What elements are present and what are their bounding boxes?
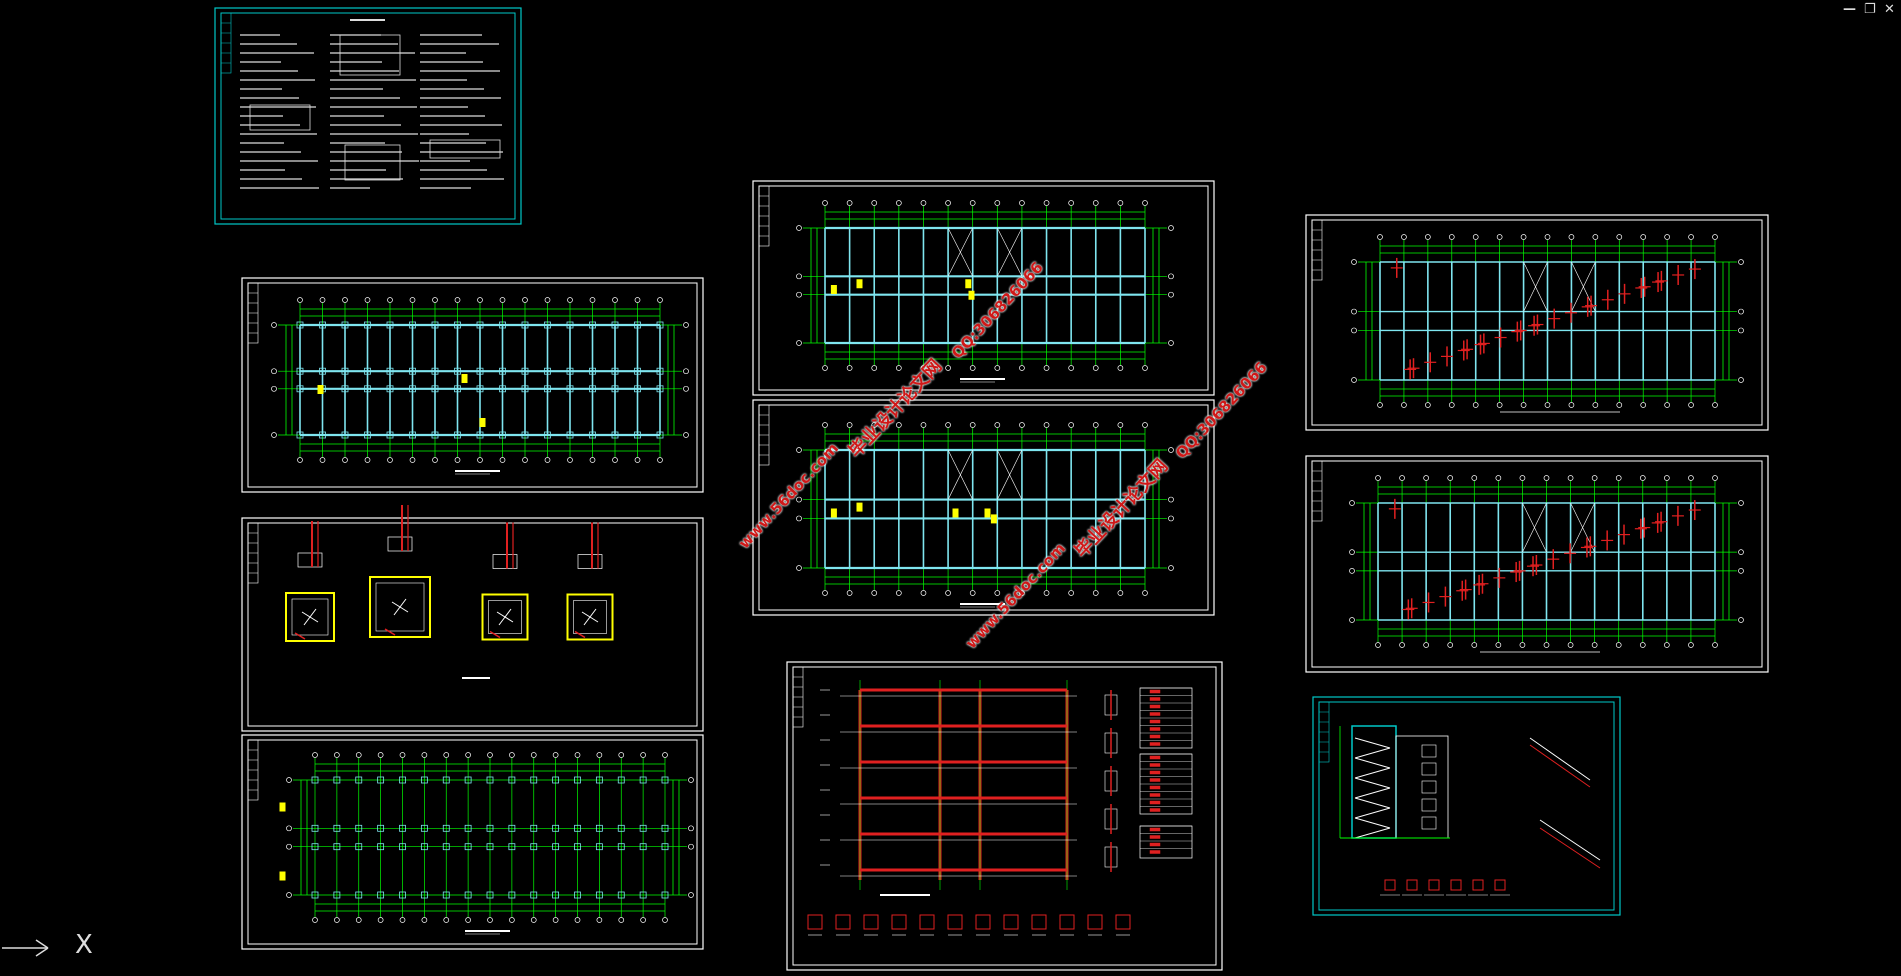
columns bbox=[311, 776, 669, 899]
drawing-sheet-stair-details[interactable] bbox=[1312, 696, 1621, 916]
frame-elevation-drawing bbox=[807, 680, 1193, 936]
columns bbox=[296, 321, 664, 439]
ucs-x-label: X bbox=[75, 930, 93, 960]
drawing-sheet-frame-elevation[interactable] bbox=[786, 661, 1223, 971]
footing-detail bbox=[481, 522, 529, 641]
restore-button[interactable]: ❐ bbox=[1864, 2, 1876, 17]
beams bbox=[824, 226, 1146, 345]
plan-caption bbox=[960, 378, 1005, 383]
plan-caption bbox=[960, 603, 1005, 608]
stair-opening-marks bbox=[279, 802, 286, 881]
drawing-sheet-slab-reinforcement-plan-1[interactable] bbox=[1305, 214, 1769, 431]
drawing-sheet-slab-reinforcement-plan-2[interactable] bbox=[1305, 455, 1769, 673]
stair-section-drawing bbox=[1339, 725, 1601, 896]
rebar-marks bbox=[1390, 257, 1701, 380]
beams bbox=[299, 323, 661, 437]
rebar-marks bbox=[1388, 498, 1701, 620]
beams bbox=[824, 448, 1146, 570]
stair-opening-marks bbox=[830, 279, 975, 300]
stair-opening-marks bbox=[830, 502, 997, 524]
drawing-sheet-design-notes[interactable] bbox=[214, 7, 522, 225]
ucs-icon bbox=[2, 939, 49, 957]
close-button[interactable]: ✕ bbox=[1884, 2, 1895, 17]
drawing-sheet-footing-details[interactable] bbox=[241, 505, 704, 732]
drawing-sheet-foundation-plan[interactable] bbox=[241, 277, 704, 493]
footing-detail bbox=[566, 522, 614, 641]
drawing-sheet-floor-structure-plan-1[interactable] bbox=[752, 180, 1215, 396]
structural-grid bbox=[796, 200, 1174, 371]
beams bbox=[1379, 261, 1716, 381]
drawing-sheet-column-layout-plan[interactable] bbox=[241, 734, 704, 950]
plan-caption bbox=[455, 470, 500, 475]
plan-caption bbox=[465, 930, 510, 935]
structural-grid bbox=[286, 752, 694, 923]
stair-opening-marks bbox=[317, 374, 486, 427]
footing-detail bbox=[369, 505, 431, 638]
drawing-sheet-floor-structure-plan-2[interactable] bbox=[752, 399, 1215, 616]
beams bbox=[1377, 502, 1716, 621]
minimize-button[interactable]: — bbox=[1843, 2, 1856, 17]
footing-detail bbox=[285, 521, 335, 642]
